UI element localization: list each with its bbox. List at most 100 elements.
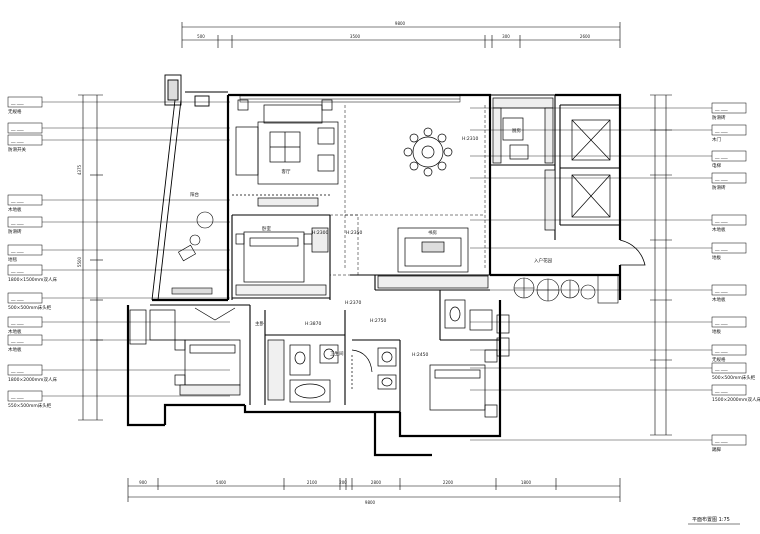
bottom-dim-6: 2200 [443, 480, 454, 485]
armchair-1 [317, 127, 335, 145]
left-tag-note: 地毯 [8, 256, 17, 263]
right-tag-box [711, 362, 747, 374]
entry-label: 入户花园 [534, 257, 552, 264]
study-height: H:2350 [346, 230, 362, 236]
right-tag-code: __ ___ [714, 349, 728, 354]
dining-height: H:2310 [462, 136, 478, 142]
right-tag-box [711, 214, 747, 226]
entry-garden-plants [513, 274, 619, 304]
left-tag-box [7, 316, 43, 328]
left-tag-note: 550×500mm床头柜 [8, 402, 52, 409]
top-dim-4: 2600 [580, 34, 591, 39]
right-tag-box [711, 344, 747, 356]
living-room-label: 客厅 [282, 168, 291, 175]
left-tag-note: 木地板 [8, 328, 22, 335]
bottom-dim-7: 1800 [521, 480, 532, 485]
left-tag-code: __ ___ [10, 249, 24, 254]
bedroom3-height: H:2450 [412, 352, 428, 358]
left-tag-code: __ ___ [10, 199, 24, 204]
right-tag-note: 防滑砖 [712, 184, 726, 191]
master-bed [184, 339, 241, 386]
right-tag-box [711, 102, 747, 114]
armchair [149, 309, 176, 341]
right-tag-code: __ ___ [714, 439, 728, 444]
right-tag-code: __ ___ [714, 247, 728, 252]
left-dim-upper: 4375 [77, 164, 82, 175]
right-tag-note: 1500×2000mm双人床 [712, 396, 760, 403]
entry-door-swing [619, 239, 646, 266]
left-tag-note: 500×500mm床头柜 [8, 304, 52, 311]
sofa-left [235, 126, 259, 176]
left-tag-box [7, 334, 43, 346]
left-tag-code: __ ___ [10, 269, 24, 274]
study-label: 书房 [428, 229, 437, 236]
right-tag-code: __ ___ [714, 177, 728, 182]
right-tag-code: __ ___ [714, 289, 728, 294]
left-tag-code: __ ___ [10, 101, 24, 106]
master-bedroom-furniture [129, 307, 241, 396]
left-tag-box [7, 244, 43, 256]
corridor-h2: H:2370 [345, 300, 361, 306]
corridor-height: H:3870 [305, 321, 321, 327]
right-tag-box [711, 150, 747, 162]
right-tag-box [711, 242, 747, 254]
right-tag-box [711, 434, 747, 446]
right-tag-code: __ ___ [714, 219, 728, 224]
balcony-boundary [151, 74, 228, 301]
bedroom2-height: H:2300 [312, 230, 328, 236]
top-dim-1: 500 [197, 34, 205, 39]
left-tag-note: 防滑开关 [8, 146, 26, 153]
balcony-label: 阳台 [190, 191, 199, 198]
left-tag-box [7, 122, 43, 134]
left-tag-code: __ ___ [10, 297, 24, 302]
right-dimension-chain [650, 94, 672, 436]
master-label: 主卧 [255, 320, 264, 327]
bath-height: H:2750 [370, 318, 386, 324]
kitchen-fixtures [492, 97, 556, 231]
top-overall-dim: 9800 [395, 21, 406, 26]
left-dim-lower: 5500 [77, 256, 82, 267]
left-tag-note: 1800×1500mm双人床 [8, 276, 57, 283]
left-tag-box [7, 96, 43, 108]
bedroom3-furniture [429, 299, 510, 418]
top-dimension-chain [181, 22, 621, 48]
right-tag-box [711, 316, 747, 328]
left-tag-box [7, 134, 43, 146]
right-tag-note: 木地板 [712, 226, 726, 233]
right-tag-note: 木门 [712, 136, 721, 143]
bottom-dim-2: 5400 [216, 480, 227, 485]
right-tag-code: __ ___ [714, 367, 728, 372]
dining-set [403, 127, 453, 177]
bottom-dim-4: 200 [339, 480, 347, 485]
left-tag-code: __ ___ [10, 139, 24, 144]
right-tag-box [711, 284, 747, 296]
bottom-dim-3: 2100 [307, 480, 318, 485]
bed-2 [243, 231, 305, 283]
left-tag-note: 1800×2000mm双人床 [8, 376, 57, 383]
sofa-top [263, 104, 323, 124]
left-tag-code: __ ___ [10, 321, 24, 326]
left-tag-code: __ ___ [10, 395, 24, 400]
bed-3 [429, 364, 486, 411]
top-dim-2: 3500 [350, 34, 361, 39]
right-tag-note: 电梯 [712, 162, 721, 169]
bottom-dim-5: 2800 [371, 480, 382, 485]
right-tag-note: 无规格 [712, 356, 726, 363]
left-tag-box [7, 292, 43, 304]
right-tag-code: __ ___ [714, 389, 728, 394]
left-tag-code: __ ___ [10, 221, 24, 226]
right-tag-note: 地板 [712, 254, 721, 261]
left-tag-box [7, 390, 43, 402]
left-dimension-chain [78, 94, 103, 421]
left-tag-box [7, 264, 43, 276]
living-room-furniture [232, 99, 339, 207]
kitchen-label: 厨房 [512, 127, 521, 134]
drawing-title: 平面布置图 1:75 [692, 516, 730, 523]
right-tag-note: 踢脚 [712, 446, 721, 453]
bottom-dimension-chain [127, 478, 621, 502]
right-tag-box [711, 172, 747, 184]
ceiling-lines [329, 105, 486, 276]
bottom-dim-1: 900 [139, 480, 147, 485]
left-tag-note: 防滑砖 [8, 228, 22, 235]
study-desk-area [397, 227, 469, 273]
